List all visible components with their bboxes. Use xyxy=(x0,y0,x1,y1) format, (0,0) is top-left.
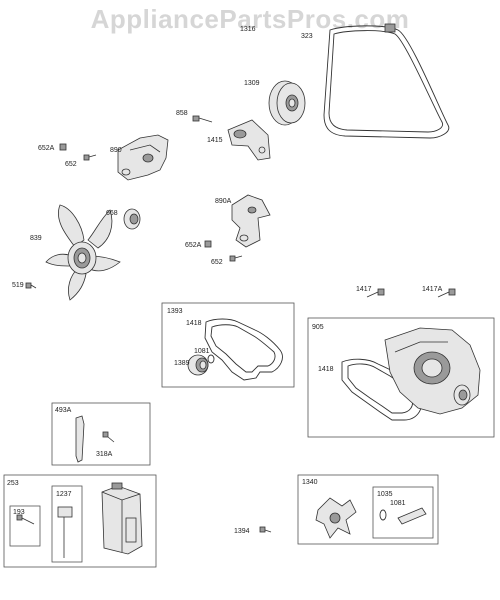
bolt-part-1417a[interactable] xyxy=(437,288,456,298)
hose-part-1237[interactable] xyxy=(57,506,73,558)
kit-box-1035 xyxy=(372,486,434,539)
label-890a: 890A xyxy=(215,198,232,205)
seal-kit-part[interactable] xyxy=(379,507,427,525)
label-1389: 1389 xyxy=(174,360,190,367)
kit-box-1340 xyxy=(297,474,439,545)
label-1081-kit: 1081 xyxy=(194,348,210,355)
bolt-part-193[interactable] xyxy=(16,514,35,525)
label-1394: 1394 xyxy=(234,528,250,535)
label-1316: 1316 xyxy=(240,26,256,33)
label-652a-mid: 652A xyxy=(185,242,202,249)
kit-box-905 xyxy=(307,317,495,438)
label-253: 253 xyxy=(7,480,19,487)
seal-part-1389[interactable] xyxy=(187,354,209,376)
label-493a: 493A xyxy=(55,407,72,414)
label-1417a: 1417A xyxy=(422,286,443,293)
label-1415: 1415 xyxy=(207,137,223,144)
label-1081-seal: 1081 xyxy=(390,500,406,507)
label-652-top: 652 xyxy=(65,161,77,168)
clip-part-1316[interactable] xyxy=(384,23,396,33)
pulley-part[interactable] xyxy=(268,80,306,126)
bolt-part-652-top[interactable] xyxy=(83,154,97,161)
impeller-part[interactable] xyxy=(315,497,357,539)
watermark-text: AppliancePartsPros.com xyxy=(91,4,410,34)
label-668: 668 xyxy=(106,210,118,217)
label-652a-top: 652A xyxy=(38,145,55,152)
label-1340: 1340 xyxy=(302,479,318,486)
idler-bracket-part[interactable] xyxy=(227,119,271,161)
label-1418-assembly: 1418 xyxy=(318,366,334,373)
kit-box-253 xyxy=(3,474,157,568)
label-839: 839 xyxy=(30,235,42,242)
label-519: 519 xyxy=(12,282,24,289)
gasket-part-1418-kit[interactable] xyxy=(204,318,283,381)
label-318a: 318A xyxy=(96,451,113,458)
label-905: 905 xyxy=(312,324,324,331)
oring-part-1081-kit[interactable] xyxy=(207,354,215,364)
label-1418-kit: 1418 xyxy=(186,320,202,327)
label-890: 890 xyxy=(110,147,122,154)
kit-box-1237 xyxy=(51,485,83,563)
bolt-part-1417[interactable] xyxy=(366,288,385,298)
bolt-part-858[interactable] xyxy=(192,115,213,123)
spacer-part-668[interactable] xyxy=(123,208,141,230)
kit-box-493a xyxy=(51,402,151,466)
label-652-mid: 652 xyxy=(211,259,223,266)
nut-part-652a-top[interactable] xyxy=(59,143,67,151)
label-1237: 1237 xyxy=(56,491,72,498)
belt-part[interactable] xyxy=(323,25,450,139)
label-1035: 1035 xyxy=(377,491,393,498)
label-1393: 1393 xyxy=(167,308,183,315)
bolt-part-1394[interactable] xyxy=(259,526,272,533)
bracket-part-493a[interactable] xyxy=(75,415,85,463)
fan-blade-part[interactable] xyxy=(45,204,121,301)
label-323: 323 xyxy=(301,33,313,40)
screw-part-318a[interactable] xyxy=(102,431,115,443)
belt-inner-edge xyxy=(328,30,444,133)
kit-box-193 xyxy=(9,505,41,547)
label-858: 858 xyxy=(176,110,188,117)
reservoir-tank-part[interactable] xyxy=(101,482,143,555)
label-1309: 1309 xyxy=(244,80,260,87)
bolt-part-519[interactable] xyxy=(25,282,37,289)
fan-bracket-part[interactable] xyxy=(117,134,169,181)
kit-box-1393 xyxy=(161,302,295,388)
label-1417: 1417 xyxy=(356,286,372,293)
bolt-part-652-mid[interactable] xyxy=(229,255,243,262)
bracket-part-890a[interactable] xyxy=(231,194,271,248)
label-193: 193 xyxy=(13,509,25,516)
water-pump-housing-part[interactable] xyxy=(384,327,481,415)
nut-part-652a-mid[interactable] xyxy=(204,240,212,248)
